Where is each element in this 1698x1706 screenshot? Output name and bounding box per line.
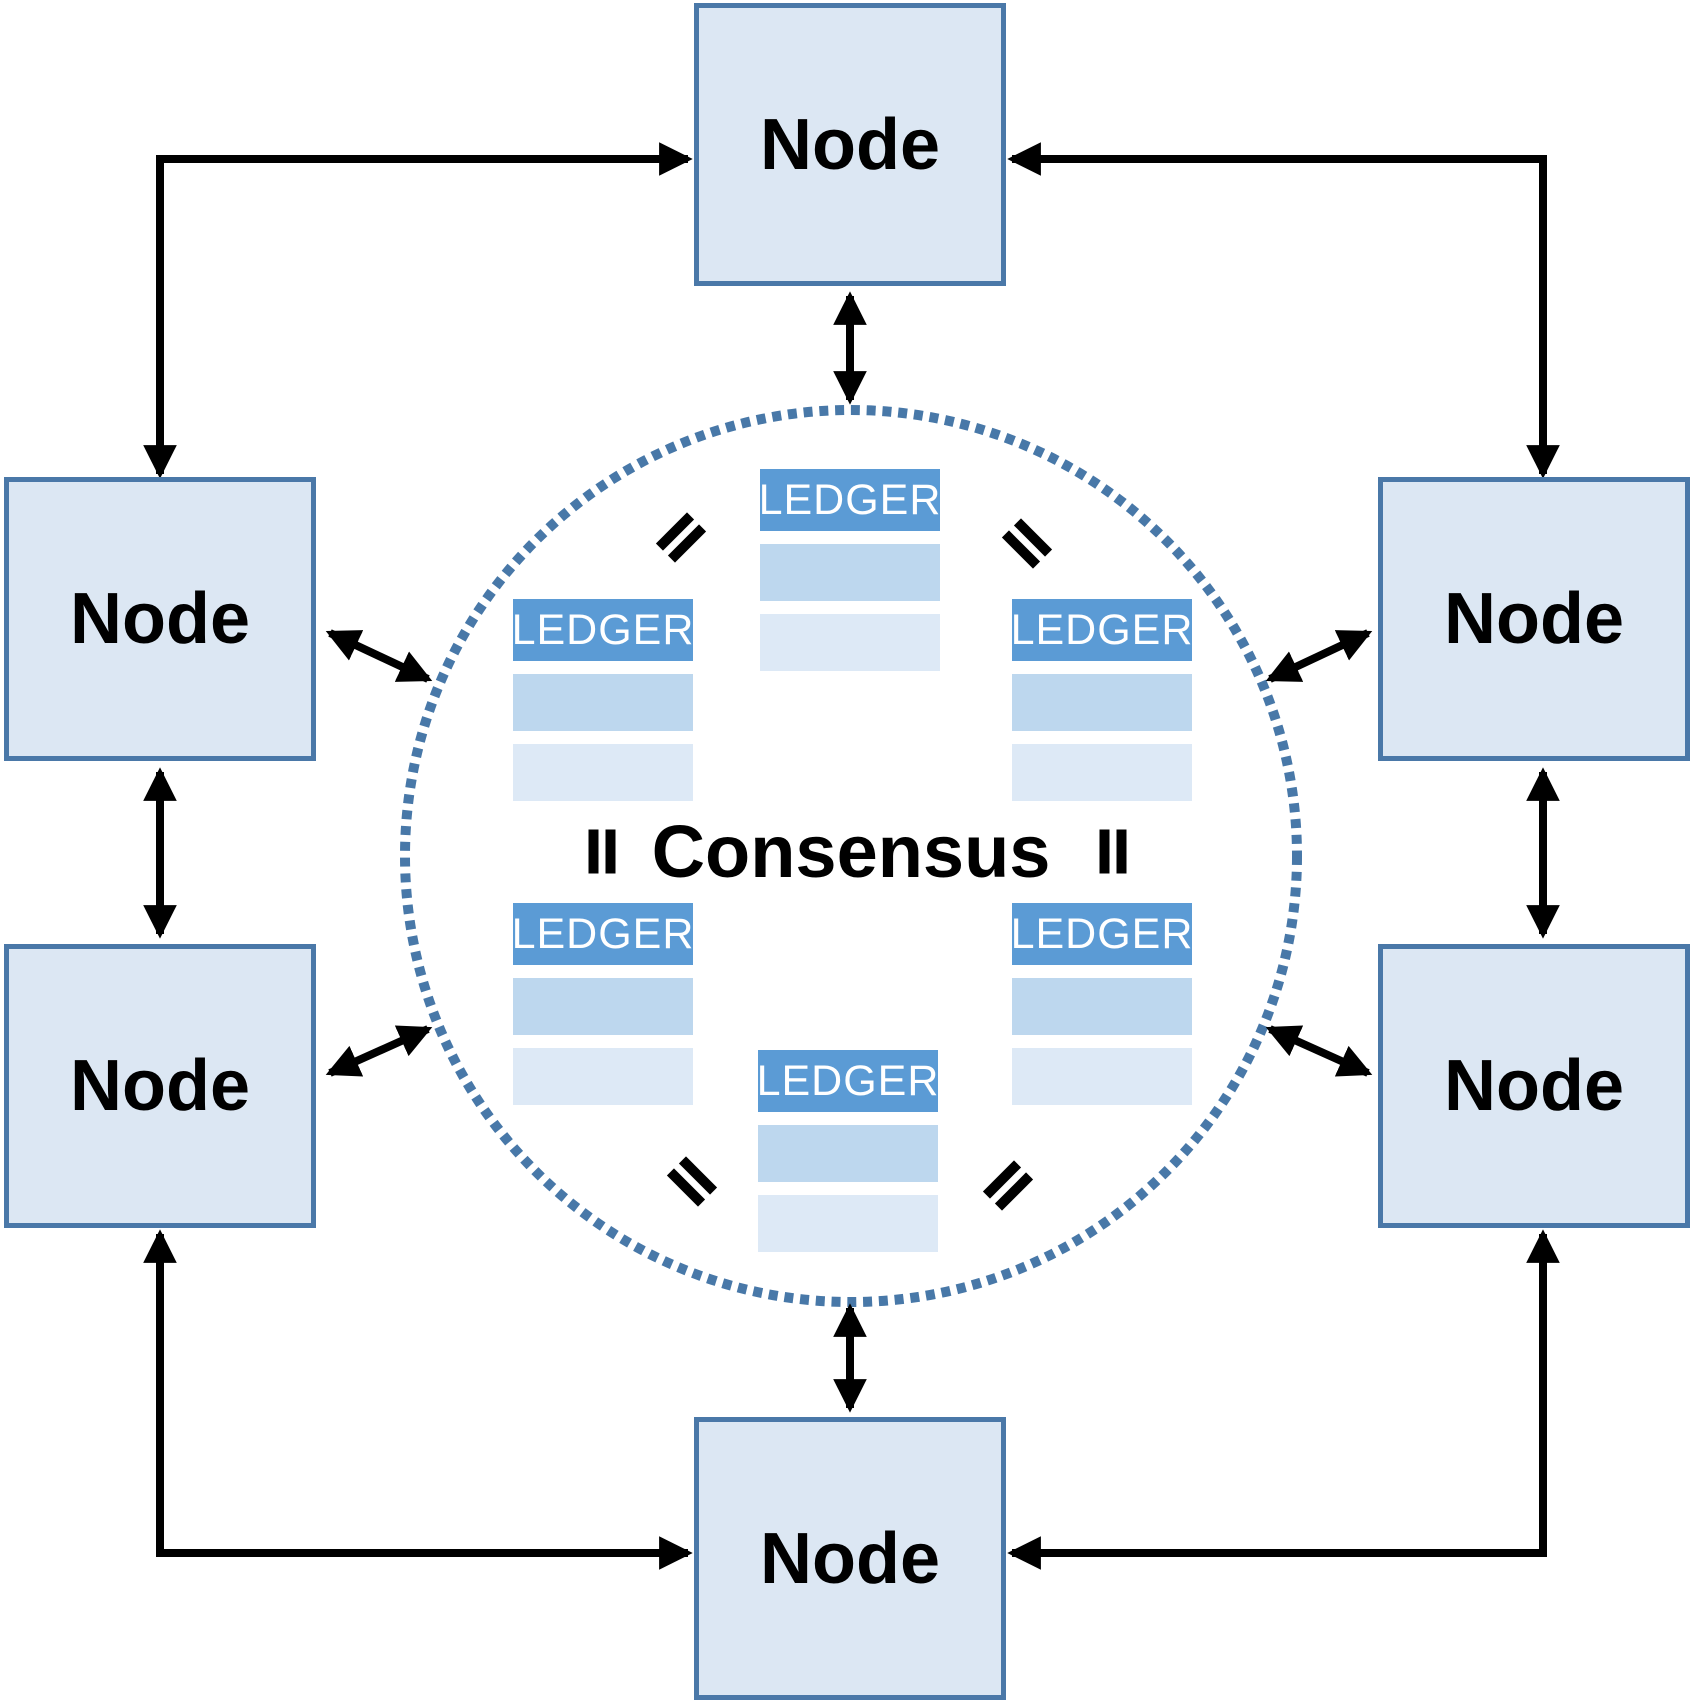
equals-icon bbox=[588, 829, 616, 874]
node-box-bottom: Node bbox=[694, 1417, 1006, 1700]
ledger-row bbox=[758, 1195, 938, 1252]
ledger-header: LEDGER bbox=[512, 903, 693, 965]
ledger-row bbox=[1012, 978, 1192, 1035]
ledger-row bbox=[1012, 744, 1192, 801]
node-box-top: Node bbox=[694, 3, 1006, 286]
ledger-table-bottom: LEDGER bbox=[757, 1050, 938, 1252]
ledger-row bbox=[1012, 1048, 1192, 1105]
node-box-upper-left: Node bbox=[4, 477, 316, 761]
equals-bar bbox=[605, 829, 616, 874]
arrow-upper-right-diagonal bbox=[1265, 629, 1373, 683]
node-label: Node bbox=[760, 1518, 940, 1599]
ledger-row bbox=[513, 1048, 693, 1105]
ledger-header: LEDGER bbox=[512, 599, 693, 661]
ledger-header: LEDGER bbox=[1011, 599, 1192, 661]
ledger-table-low-left: LEDGER bbox=[512, 903, 693, 1105]
node-label: Node bbox=[70, 1046, 250, 1126]
ledger-header: LEDGER bbox=[757, 1050, 938, 1112]
arrow-upper-left-diagonal bbox=[325, 629, 433, 683]
arrow-lower-left-diagonal bbox=[325, 1025, 433, 1077]
ledger-row bbox=[513, 978, 693, 1035]
arrow-rail-bottom-left bbox=[143, 1229, 693, 1570]
arrow-rail-bottom-right bbox=[1007, 1229, 1560, 1570]
ledger-row bbox=[760, 614, 940, 671]
ledger-row bbox=[513, 674, 693, 731]
ledger-table-mid-left: LEDGER bbox=[512, 599, 693, 801]
ledger-header: LEDGER bbox=[1011, 903, 1192, 965]
ledger-row bbox=[1012, 674, 1192, 731]
node-label: Node bbox=[1444, 579, 1624, 659]
arrow-rail-top-left bbox=[143, 142, 693, 479]
dotted-circle-icon bbox=[400, 405, 1302, 1307]
ledger-table-mid-right: LEDGER bbox=[1011, 599, 1192, 801]
ledger-table-top: LEDGER bbox=[759, 469, 940, 671]
node-box-upper-right: Node bbox=[1378, 477, 1690, 761]
node-label: Node bbox=[1444, 1046, 1624, 1126]
arrow-lower-right-diagonal bbox=[1265, 1025, 1373, 1077]
node-label: Node bbox=[70, 579, 250, 659]
ledger-header: LEDGER bbox=[759, 469, 940, 531]
equals-bar bbox=[1099, 829, 1110, 874]
consensus-label: Consensus bbox=[651, 810, 1051, 893]
ledger-row bbox=[760, 544, 940, 601]
equals-bar bbox=[1116, 829, 1127, 874]
node-label: Node bbox=[760, 104, 940, 185]
ledger-table-low-right: LEDGER bbox=[1011, 903, 1192, 1105]
ledger-row bbox=[758, 1125, 938, 1182]
ledger-row bbox=[513, 744, 693, 801]
node-box-lower-right: Node bbox=[1378, 944, 1690, 1228]
equals-icon bbox=[1099, 829, 1127, 874]
equals-bar bbox=[588, 829, 599, 874]
arrow-rail-top-right bbox=[1007, 142, 1560, 479]
node-box-lower-left: Node bbox=[4, 944, 316, 1228]
